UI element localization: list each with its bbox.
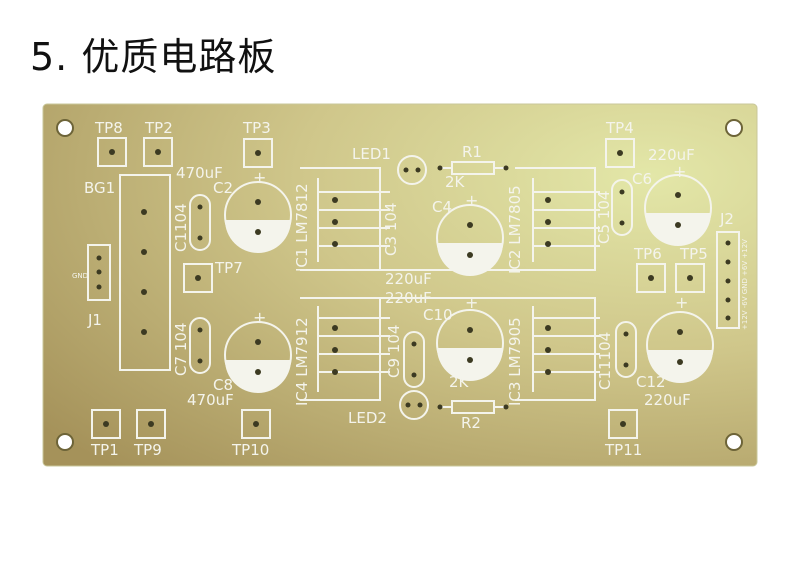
j2-connector <box>716 231 740 329</box>
label-j2: J2 <box>719 210 734 228</box>
label-led1: LED1 <box>352 145 391 163</box>
label-c220-br: 220uF <box>644 391 691 409</box>
label-c2: C2 <box>213 179 233 197</box>
test-point-holes <box>103 149 693 427</box>
label-r1-val: 2K <box>445 173 466 191</box>
label-j2-pins: +12V -6V GND +6V +12V <box>741 239 749 330</box>
label-bg1: BG1 <box>84 179 115 197</box>
j1-connector <box>87 244 111 301</box>
label-tp3: TP3 <box>242 119 271 137</box>
label-c12: C12 <box>636 373 666 391</box>
svg-text:+: + <box>253 308 266 327</box>
board-substrate <box>42 103 758 467</box>
label-c220-mid2: 220uF <box>385 289 432 307</box>
label-tp2: TP2 <box>144 119 173 137</box>
label-tp4: TP4 <box>605 119 634 137</box>
label-ic3: IC3 LM7905 <box>506 317 524 406</box>
label-c11: C11104 <box>596 332 614 390</box>
regulator-footprints <box>300 167 600 401</box>
label-tp7: TP7 <box>214 259 243 277</box>
label-ic1: IC1 LM7812 <box>293 183 311 272</box>
label-led2: LED2 <box>348 409 387 427</box>
label-c4: C4 <box>432 198 452 216</box>
electrolytic-capacitors <box>224 174 714 393</box>
label-tp10: TP10 <box>231 441 269 459</box>
label-tp9: TP9 <box>133 441 162 459</box>
label-c470-top: 470uF <box>176 164 223 182</box>
label-tp8: TP8 <box>94 119 123 137</box>
page-heading: 5. 优质电路板 <box>30 35 277 79</box>
label-r1: R1 <box>462 143 482 161</box>
label-c1: C1104 <box>172 203 190 252</box>
label-tp6: TP6 <box>633 245 662 263</box>
label-tp5: TP5 <box>679 245 708 263</box>
svg-text:+: + <box>675 293 688 312</box>
label-c3: C3 104 <box>382 203 400 256</box>
mounting-holes <box>56 119 743 451</box>
svg-text:+: + <box>673 162 686 181</box>
label-r2: R2 <box>461 414 481 432</box>
label-r2-val: 2K <box>449 373 470 391</box>
svg-text:+: + <box>465 191 478 210</box>
leds-resistors <box>397 155 509 420</box>
label-ic2: IC2 LM7805 <box>506 185 524 274</box>
label-tp11: TP11 <box>604 441 642 459</box>
label-j1: J1 <box>87 311 102 329</box>
label-c5: C5 104 <box>595 191 613 244</box>
label-c7: C7 104 <box>172 323 190 376</box>
label-c9: C9 104 <box>385 325 403 378</box>
label-c6: C6 <box>632 170 652 188</box>
svg-text:+: + <box>253 168 266 187</box>
label-ic4: IC4 LM7912 <box>293 317 311 406</box>
label-c8: C8 <box>213 376 233 394</box>
test-point-pads <box>91 137 705 439</box>
label-c470-bottom: 470uF <box>187 391 234 409</box>
label-gnd-j1: GND <box>72 272 88 280</box>
svg-text:+: + <box>465 293 478 312</box>
polarity-marks: + + + + + + <box>253 162 688 327</box>
label-c10: C10 <box>423 306 453 324</box>
label-tp1: TP1 <box>90 441 119 459</box>
label-c220-tr: 220uF <box>648 146 695 164</box>
label-c220-mid1: 220uF <box>385 270 432 288</box>
bg1-footprint <box>119 174 171 371</box>
ceramic-capacitors <box>189 179 637 388</box>
